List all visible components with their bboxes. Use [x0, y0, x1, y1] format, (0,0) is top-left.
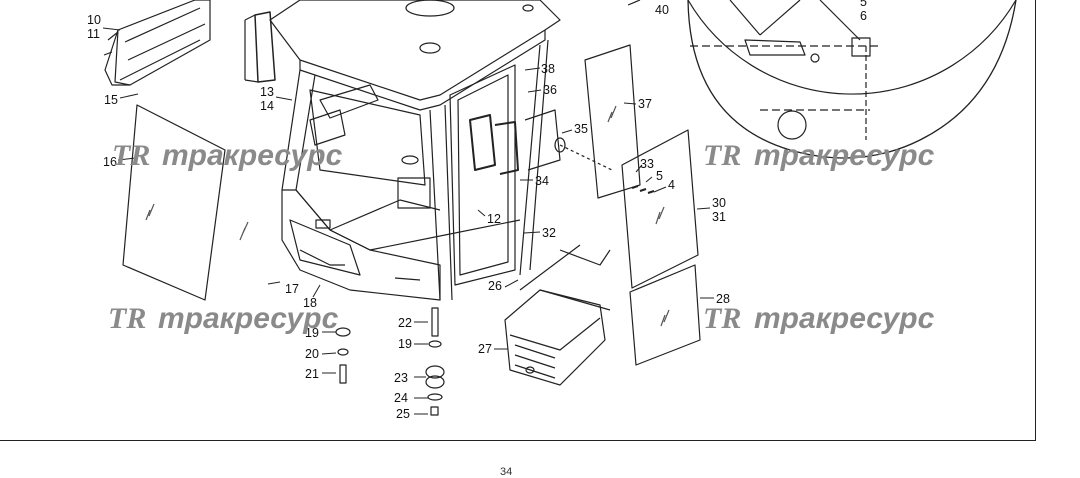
- callout-19b: 19: [398, 337, 412, 351]
- right-glass: [621, 129, 699, 289]
- callout-14: 14: [260, 99, 274, 113]
- callout-28: 28: [716, 292, 730, 306]
- left-side-glass: [122, 104, 249, 301]
- part-40-line: [627, 0, 641, 6]
- mount-bolt-left: [335, 327, 351, 384]
- lower-glass: [629, 264, 701, 366]
- callout-34: 34: [535, 174, 549, 188]
- callout-40: 40: [655, 3, 669, 17]
- watermark-text: тракресурс: [158, 302, 339, 335]
- watermark-text: тракресурс: [162, 139, 343, 172]
- watermark-logo: TR: [108, 302, 146, 335]
- leader-lines: [102, 27, 714, 415]
- watermark-text: тракресурс: [754, 302, 935, 335]
- detail-callout-6: 6: [860, 9, 867, 23]
- callout-16: 16: [103, 155, 117, 169]
- callout-30: 30: [712, 196, 726, 210]
- callout-22: 22: [398, 316, 412, 330]
- detail-callout-5: 5: [860, 0, 867, 9]
- door-glass: [584, 44, 641, 199]
- cab-frame: [244, 0, 561, 301]
- detail-inset: [687, 0, 1017, 159]
- callout-23: 23: [394, 371, 408, 385]
- watermark-logo: TR: [112, 139, 150, 172]
- callout-11: 11: [87, 27, 100, 41]
- callout-25: 25: [396, 407, 410, 421]
- callout-20: 20: [305, 347, 319, 361]
- callout-19a: 19: [305, 326, 319, 340]
- callout-4: 4: [668, 178, 675, 192]
- diagram-frame: [0, 0, 1036, 441]
- watermarks: TR тракресурс TR тракресурс TR тракресур…: [108, 139, 935, 335]
- callout-13: 13: [260, 85, 274, 99]
- callout-26: 26: [488, 279, 502, 293]
- callout-17: 17: [285, 282, 299, 296]
- callout-18: 18: [303, 296, 317, 310]
- callout-38: 38: [541, 62, 555, 76]
- watermark-logo: TR: [703, 302, 741, 335]
- callout-37: 37: [638, 97, 652, 111]
- callout-32: 32: [542, 226, 556, 240]
- callout-15: 15: [104, 93, 118, 107]
- callout-31: 31: [712, 210, 726, 224]
- callout-21: 21: [305, 367, 319, 381]
- callout-12: 12: [487, 212, 501, 226]
- watermark-logo: TR: [703, 139, 741, 172]
- callout-labels: 10 11 15 16 13 14 17 18 19 20 21 22 19 2…: [87, 0, 867, 421]
- mount-bolt-center: [425, 307, 445, 416]
- callout-36: 36: [543, 83, 557, 97]
- callout-35: 35: [574, 122, 588, 136]
- callout-27: 27: [478, 342, 492, 356]
- callout-10: 10: [87, 13, 101, 27]
- page-number: 34: [500, 466, 513, 478]
- watermark-text: тракресурс: [754, 139, 935, 172]
- roof-lamp-housing: [103, 0, 211, 86]
- callout-5: 5: [656, 169, 663, 183]
- heater-unit: [504, 244, 611, 386]
- callout-24: 24: [394, 391, 408, 405]
- callout-33: 33: [640, 157, 654, 171]
